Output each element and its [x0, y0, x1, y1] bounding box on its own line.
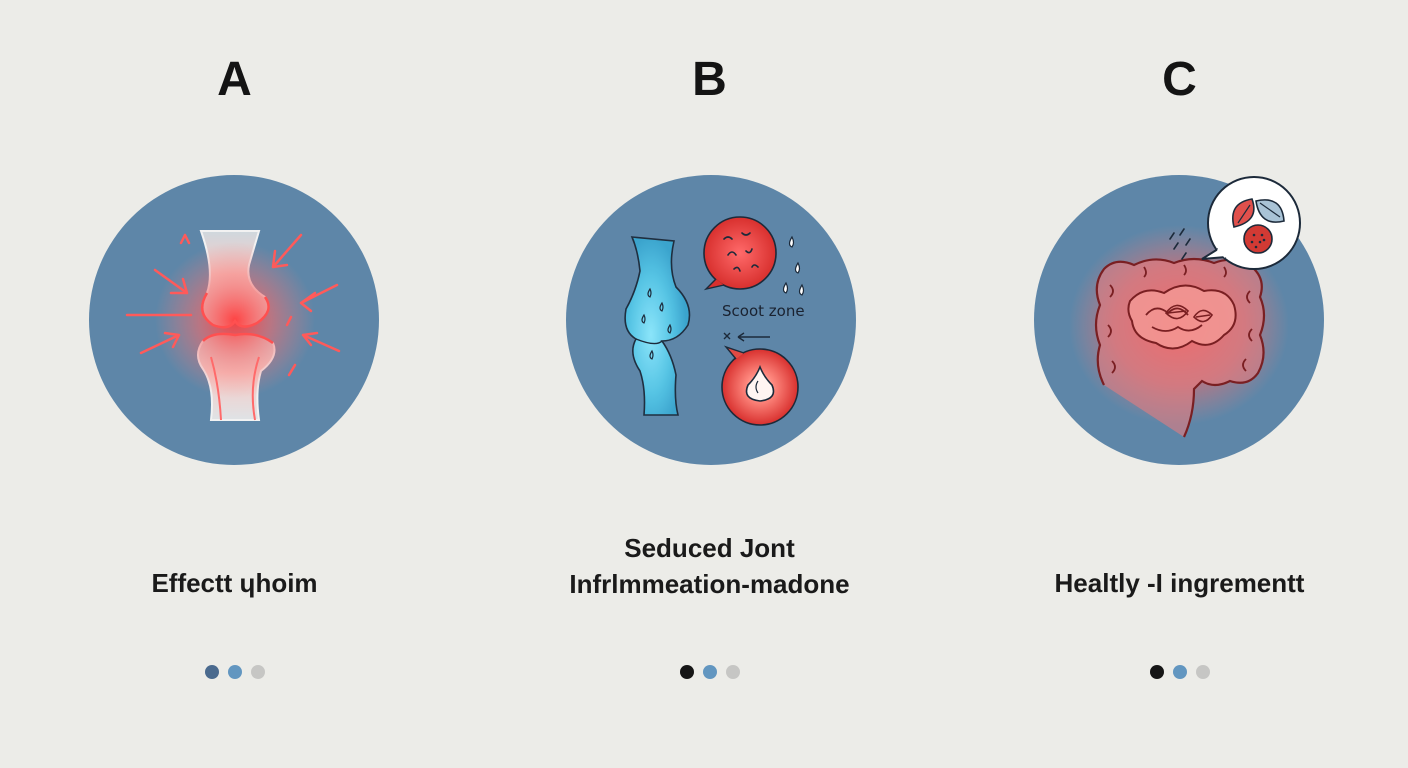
pagination-dots: [945, 665, 1408, 679]
pagination-dot[interactable]: [679, 665, 694, 679]
panel-c: C: [945, 0, 1408, 768]
intestine-with-food-bubble-icon: [1034, 175, 1324, 465]
panel-a: A: [0, 0, 469, 768]
pagination-dot[interactable]: [1172, 665, 1187, 679]
pagination-dot[interactable]: [1149, 665, 1164, 679]
pagination-dots: [0, 665, 469, 679]
panel-caption: Healtly -I ingrementt: [945, 565, 1408, 601]
panel-caption: Effectt ɥhoim: [0, 565, 469, 601]
panel-b: B: [475, 0, 944, 768]
inflamed-knee-joint-icon: [89, 175, 379, 465]
pagination-dot[interactable]: [1195, 665, 1210, 679]
pagination-dot[interactable]: [250, 665, 265, 679]
fluid-knee-joint-icon: Scoot zone: [566, 175, 856, 465]
caption-line: Effectt ɥhoim: [151, 568, 318, 598]
pagination-dots: [475, 665, 944, 679]
caption-line: Infrlmmeation-madone: [569, 569, 850, 599]
panel-caption: Seduced Jont Infrlmmeation-madone: [475, 530, 944, 602]
panel-letter: B: [692, 53, 727, 106]
pagination-dot[interactable]: [702, 665, 717, 679]
caption-line: Seduced Jont: [624, 533, 795, 563]
panel-letter: C: [1162, 53, 1197, 106]
panel-letter: A: [217, 53, 252, 106]
pagination-dot[interactable]: [204, 665, 219, 679]
caption-line: Healtly -I ingrementt: [1054, 568, 1305, 598]
zone-label: Scoot zone: [722, 302, 805, 320]
pagination-dot[interactable]: [227, 665, 242, 679]
pagination-dot[interactable]: [725, 665, 740, 679]
